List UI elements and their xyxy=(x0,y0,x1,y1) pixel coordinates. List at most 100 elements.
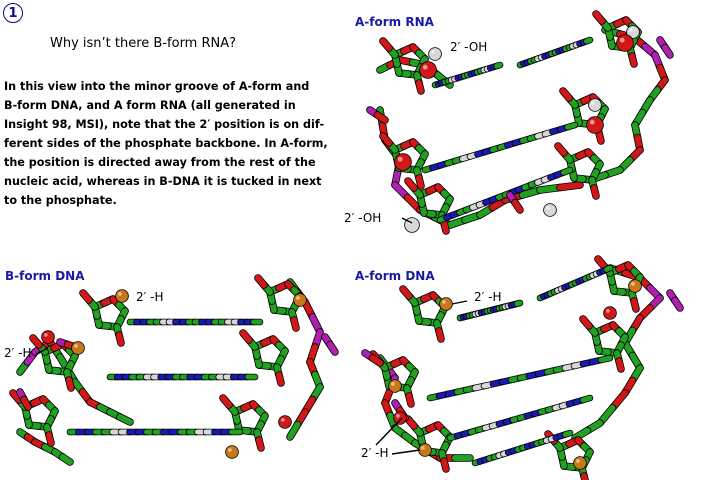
a-rna-label-bottom: 2′ -OH xyxy=(344,211,382,225)
bond xyxy=(400,286,412,299)
bond xyxy=(494,62,503,69)
2prime-hydrogen-atom xyxy=(226,446,238,458)
bond xyxy=(416,80,424,94)
bond xyxy=(441,458,449,472)
paragraph-line: nucleic acid, whereas in B-DNA it is tuc… xyxy=(4,175,322,188)
bond xyxy=(593,11,605,24)
bond xyxy=(287,421,301,440)
a-rna-label-top: 2′ -OH xyxy=(450,40,488,54)
2prime-hydrogen-atom xyxy=(116,290,128,302)
paragraph-line: ferent sides of the phosphate backbone. … xyxy=(4,137,328,150)
figure-number-badge: 1 xyxy=(3,3,23,23)
bond xyxy=(580,316,592,329)
label-pointer-line xyxy=(451,300,468,305)
bond xyxy=(584,37,593,44)
2prime-hydrogen-atom xyxy=(544,204,556,216)
a-dna-label-bottom: 2′ -H xyxy=(361,446,389,460)
bond xyxy=(598,355,613,363)
2prime-hydrogen-atom-highlight xyxy=(442,300,446,304)
2prime-hydrogen-atom-highlight xyxy=(631,282,635,286)
oxygen-atom xyxy=(617,35,633,51)
paragraph-line: In this view into the minor groove of A-… xyxy=(4,80,310,93)
paragraph-line: the position is directed away from the r… xyxy=(4,156,316,169)
bond xyxy=(10,390,22,403)
b-dna-title: B-form DNA xyxy=(5,269,85,283)
bond xyxy=(220,395,232,408)
bond xyxy=(380,133,392,146)
2prime-hydrogen-atom xyxy=(419,444,431,456)
bond xyxy=(21,396,31,410)
bond xyxy=(406,393,414,407)
oxygen-atom xyxy=(420,62,436,78)
2prime-hydrogen-atom xyxy=(294,294,306,306)
a-rna-model xyxy=(366,10,674,235)
figure-title: Why isn’t there B-form RNA? xyxy=(50,36,237,51)
oxygen-atom xyxy=(587,117,603,133)
oxygen-atom xyxy=(394,412,406,424)
bond xyxy=(46,432,54,446)
2prime-hydrogen-atom xyxy=(429,48,441,60)
bond xyxy=(327,341,338,355)
paragraph-line: Insight 98, MSI), note that the 2′ posit… xyxy=(4,118,325,131)
bond xyxy=(514,300,523,307)
bond xyxy=(276,372,284,386)
bond xyxy=(512,199,523,213)
oxygen-atom xyxy=(604,307,616,319)
2prime-hydrogen-atom-highlight xyxy=(118,292,122,296)
2prime-hydrogen-atom-highlight xyxy=(431,50,435,54)
oxygen-atom-highlight xyxy=(281,418,285,422)
bond xyxy=(604,265,613,272)
bond xyxy=(581,473,589,480)
bond xyxy=(557,182,583,191)
bond xyxy=(380,38,392,51)
2prime-hydrogen-atom-highlight xyxy=(546,206,550,210)
bond xyxy=(561,167,573,175)
2prime-hydrogen-atom xyxy=(589,99,601,111)
oxygen-atom-highlight xyxy=(397,156,403,162)
2prime-hydrogen-atom xyxy=(440,298,452,310)
bond xyxy=(117,414,133,425)
bond xyxy=(595,256,607,269)
a-dna-model xyxy=(361,255,684,480)
2prime-hydrogen-atom-highlight xyxy=(591,101,595,105)
label-pointer-line xyxy=(401,217,413,224)
bond xyxy=(30,335,42,348)
b-dna-label-top: 2′ -H xyxy=(136,290,164,304)
bond xyxy=(374,112,388,123)
2prime-hydrogen-atom xyxy=(389,380,401,392)
bond xyxy=(436,328,444,342)
label-pointer-line xyxy=(375,417,403,446)
bond xyxy=(59,454,73,465)
bond xyxy=(291,317,299,331)
label-pointer-line xyxy=(35,347,49,355)
bond xyxy=(591,185,599,199)
2prime-hydrogen-atom-highlight xyxy=(228,448,232,452)
description-paragraph: In this view into the minor groove of A-… xyxy=(4,77,364,210)
oxygen-atom-highlight xyxy=(422,64,428,70)
bond xyxy=(369,355,383,366)
2prime-hydrogen-atom-highlight xyxy=(421,446,425,450)
bond xyxy=(441,220,449,234)
bond xyxy=(662,44,673,58)
2prime-hydrogen-atom-highlight xyxy=(296,296,300,300)
bond xyxy=(80,290,92,303)
label-pointer-line xyxy=(391,449,421,455)
bond xyxy=(631,298,639,312)
oxygen-atom-highlight xyxy=(619,37,625,43)
bond xyxy=(405,416,417,429)
oxygen-atom xyxy=(279,416,291,428)
bond xyxy=(560,88,572,101)
bond xyxy=(672,297,683,311)
oxygen-atom-highlight xyxy=(606,309,610,313)
bond xyxy=(555,143,567,156)
bond xyxy=(416,175,424,189)
b-dna-label-left: 2′ -H xyxy=(4,346,32,360)
2prime-hydrogen-atom xyxy=(629,280,641,292)
bond xyxy=(116,332,124,346)
2prime-hydrogen-atom xyxy=(574,457,586,469)
bond xyxy=(256,437,264,451)
bond xyxy=(66,377,74,391)
oxygen-atom xyxy=(42,331,54,343)
bond xyxy=(565,122,578,130)
oxygen-atom-highlight xyxy=(44,333,48,337)
